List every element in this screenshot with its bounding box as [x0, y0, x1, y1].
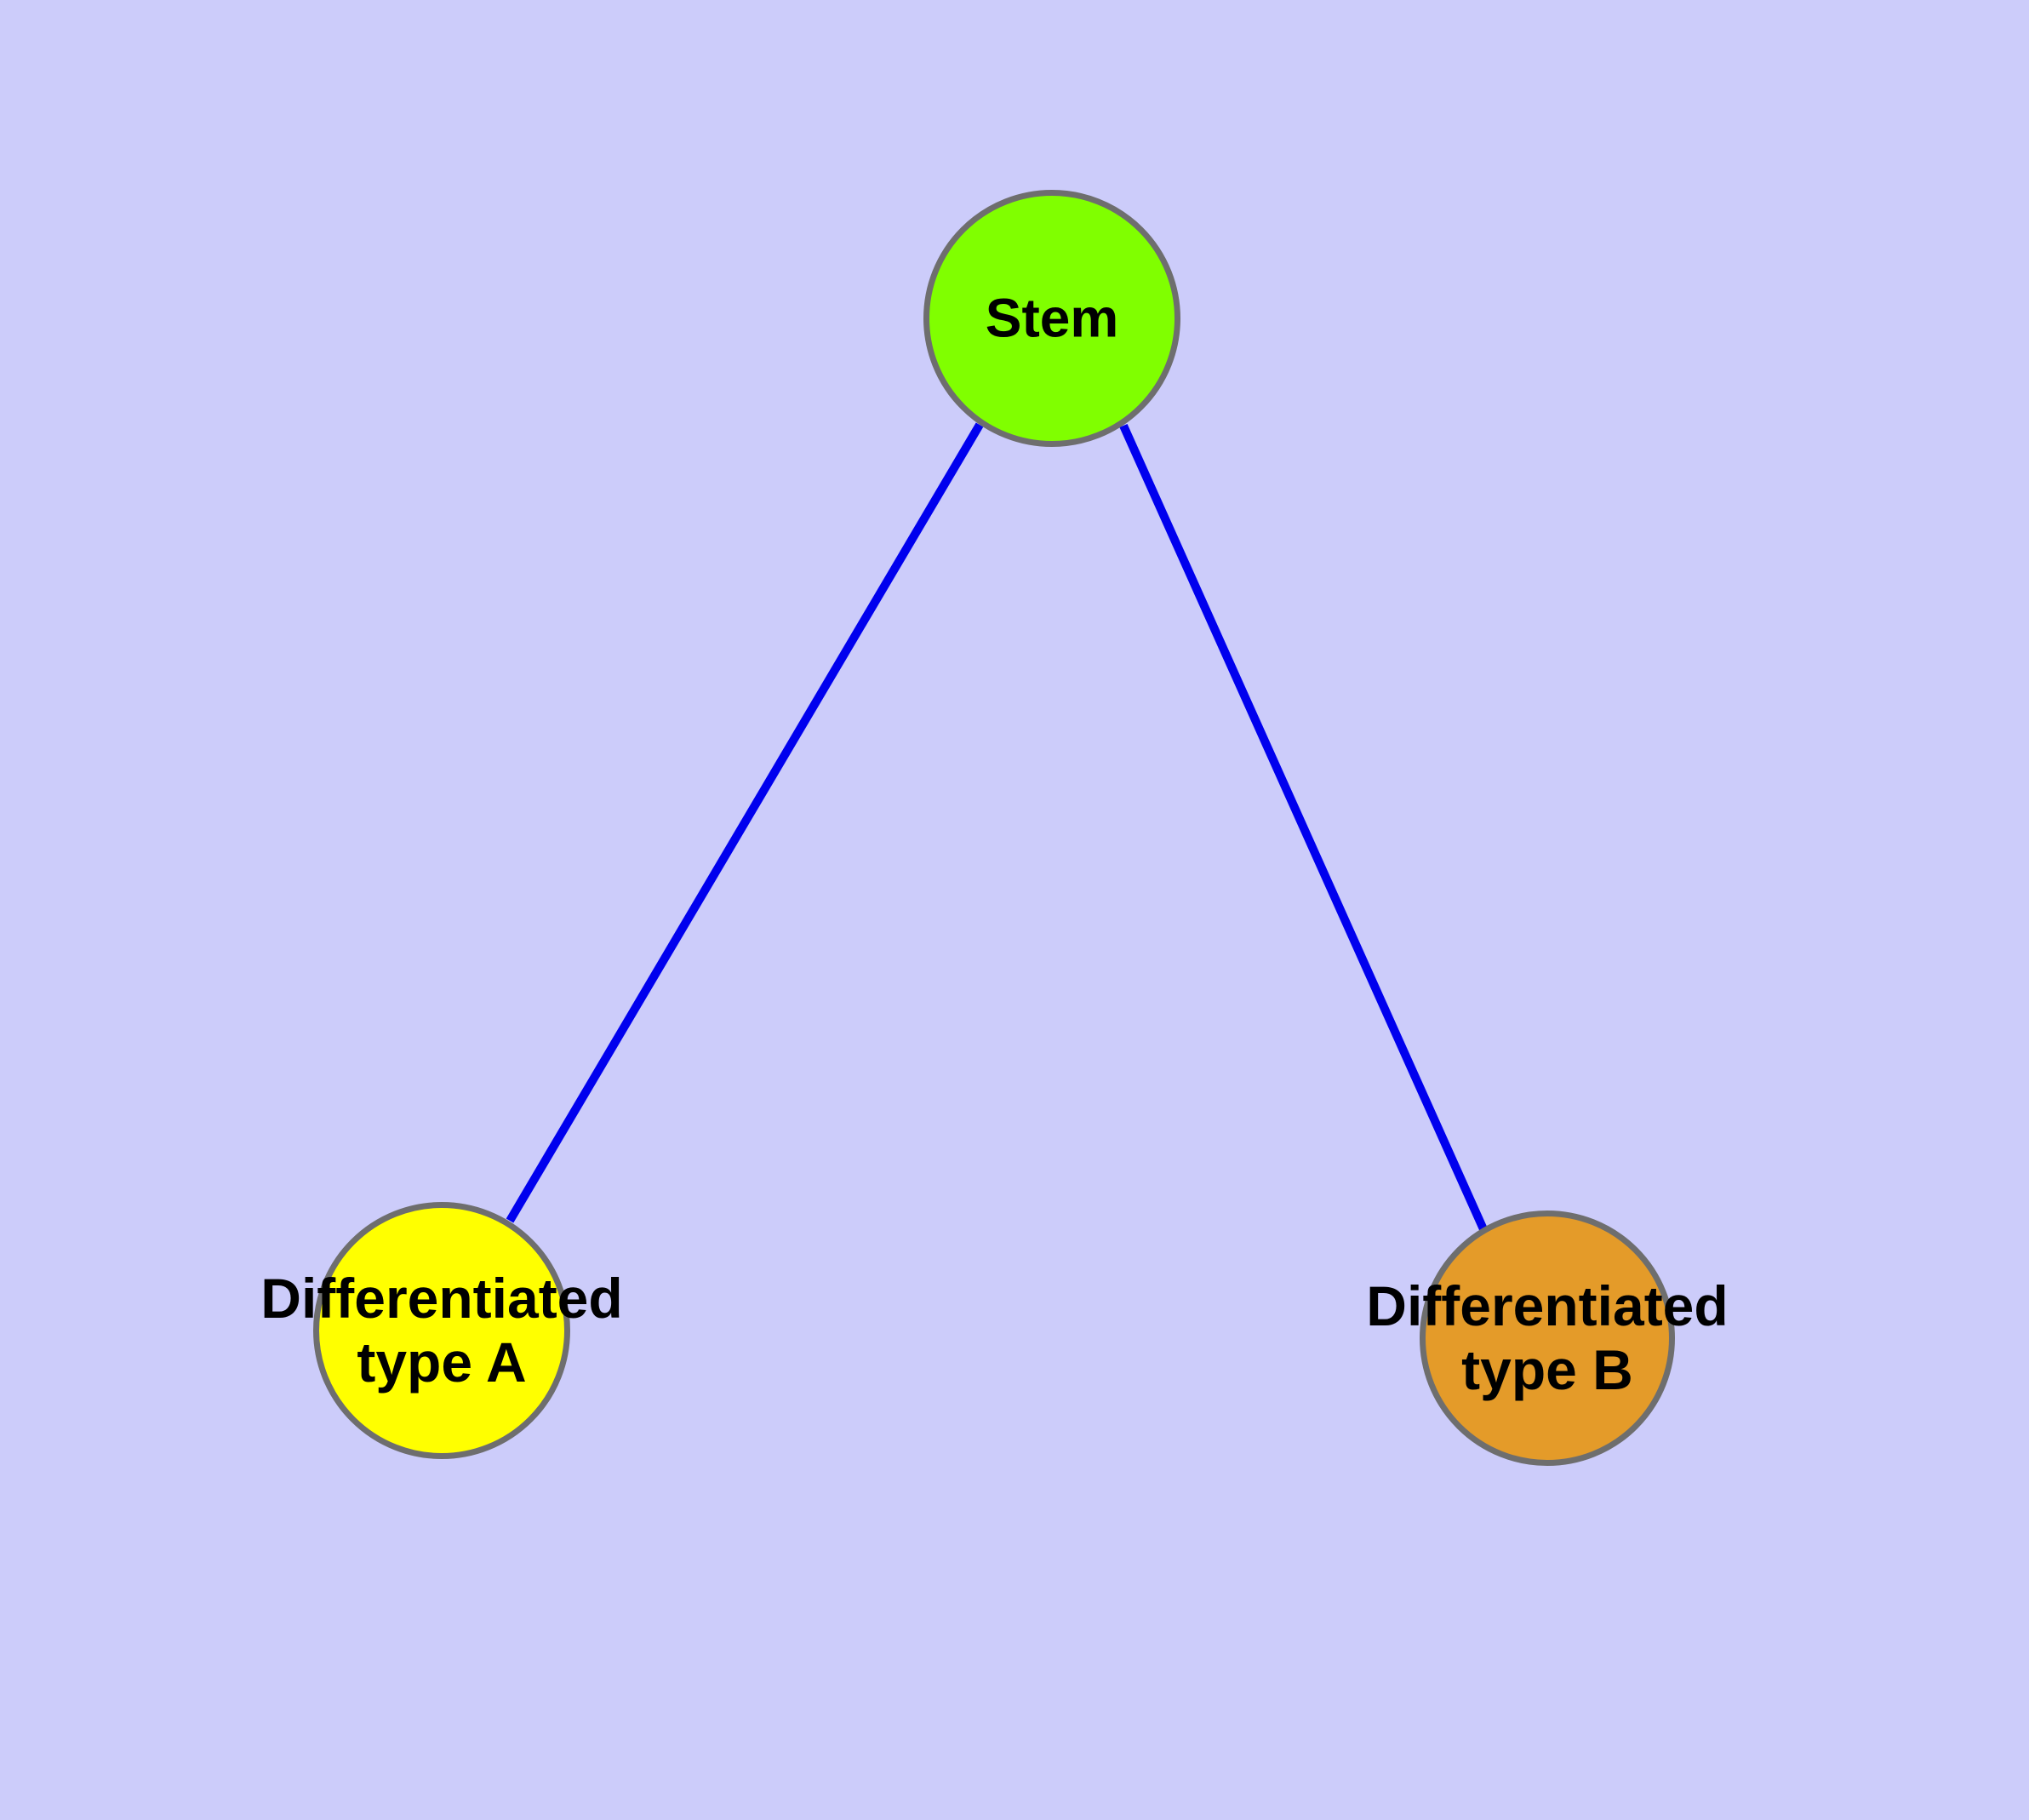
edges-group	[506, 422, 1488, 1232]
edge-stem-to-differentiated-type-b[interactable]	[1119, 423, 1488, 1232]
node-differentiated-type-b[interactable]	[1420, 1210, 1675, 1466]
node-stem[interactable]	[923, 190, 1180, 447]
edge-stem-to-differentiated-type-a[interactable]	[506, 422, 984, 1223]
node-differentiated-type-a[interactable]	[313, 1202, 570, 1459]
nodes-group	[313, 190, 1675, 1466]
